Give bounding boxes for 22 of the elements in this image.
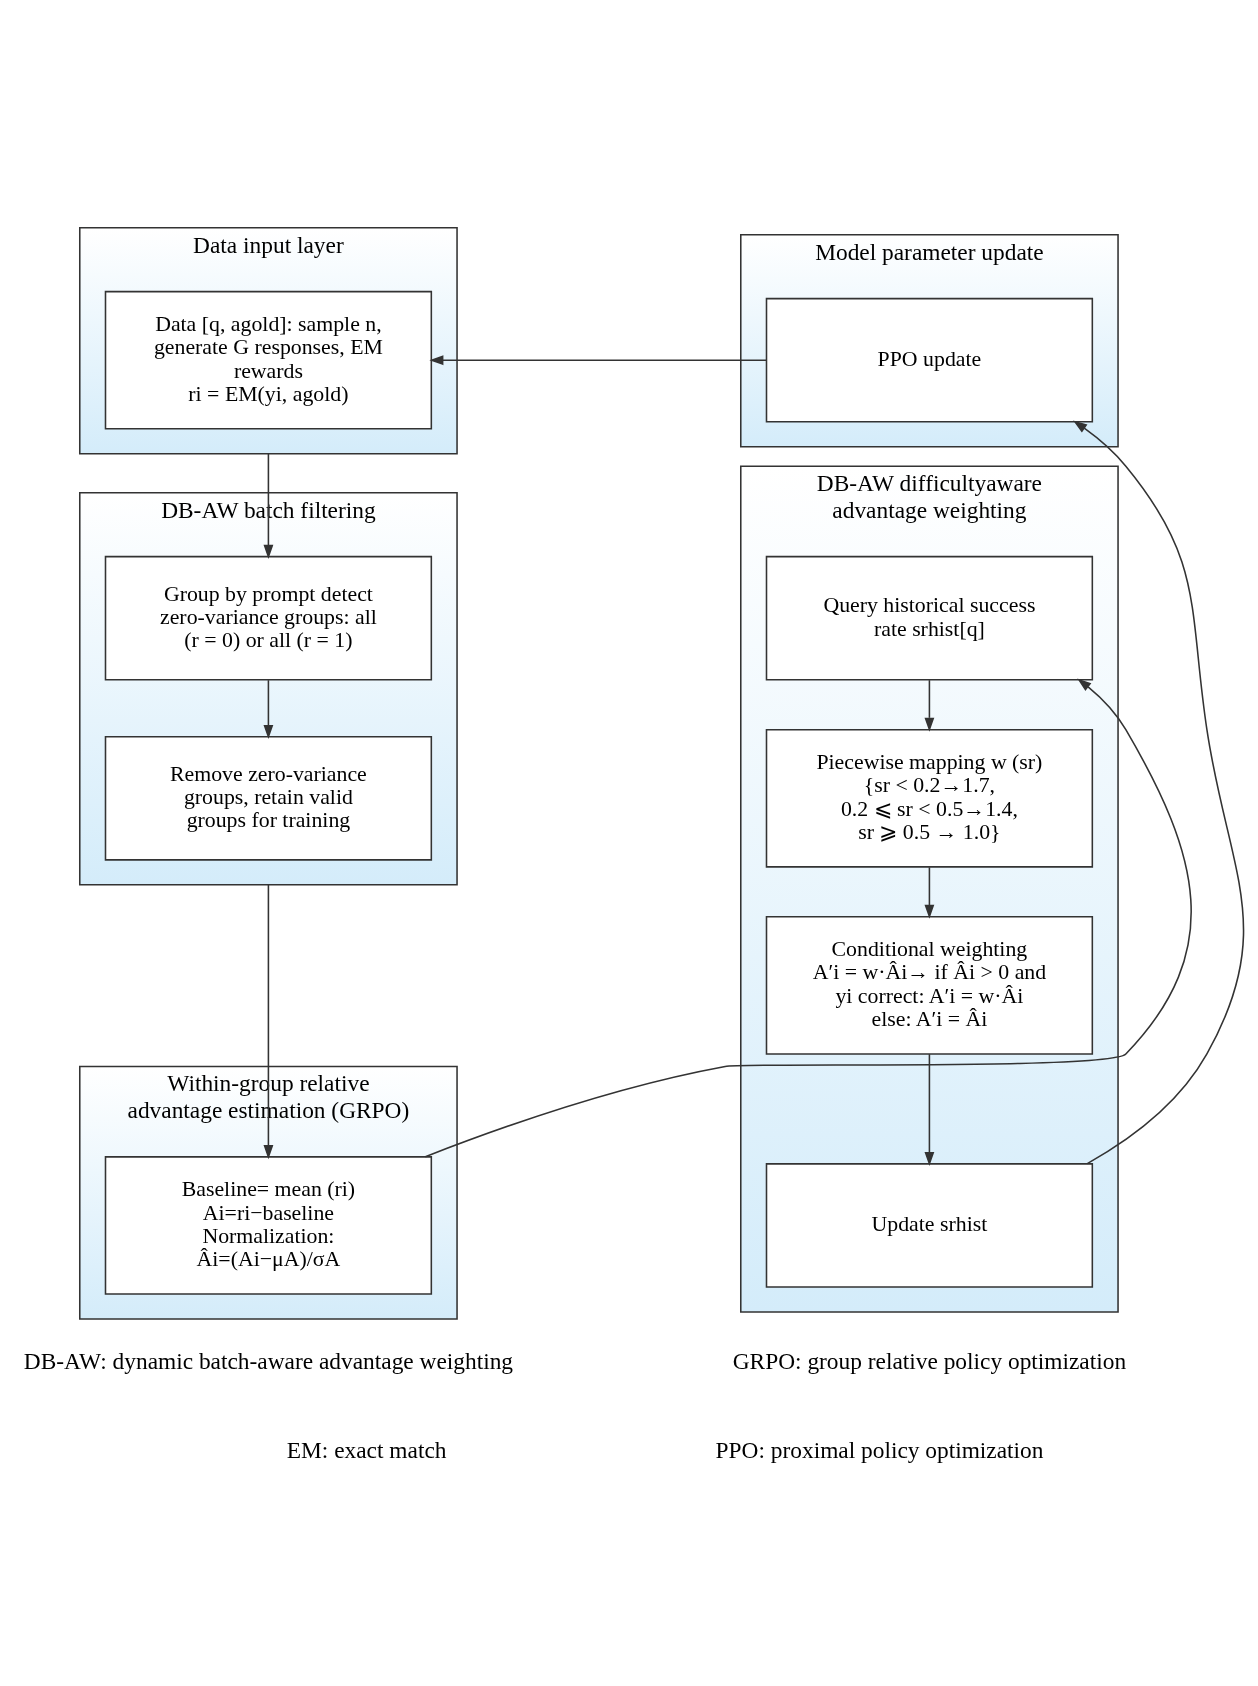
arrow <box>924 1052 935 1166</box>
arrow <box>924 678 935 732</box>
arrow <box>263 452 274 559</box>
node-box: Group by prompt detect zero-variance groups: all (r = 0) or all (r = 1) <box>104 555 433 681</box>
label: PPO: proximal policy optimization <box>715 1436 1044 1463</box>
node-box: Update srhist <box>765 1162 1094 1288</box>
label: DB-AW: dynamic batch-aware advantage weighting <box>23 1347 514 1374</box>
label: EM: exact match <box>286 1436 447 1463</box>
label: GRPO: group relative policy optimization <box>732 1347 1127 1374</box>
node-box: Data [q, agold]: sample n, generate G responses, EM rewards ri = EM(yi, agold) <box>104 290 433 430</box>
arrow <box>924 866 935 919</box>
arrow <box>263 678 274 739</box>
arrow <box>429 354 767 365</box>
node-box: Piecewise mapping w (sr) {sr < 0.2→1.7, 0.2 ⩽ sr < 0.5→1.4, sr ⩾ 0.5 → 1.0} <box>765 728 1094 868</box>
arrow <box>263 883 274 1159</box>
node-box: Conditional weighting A′i = w·Âi→ if Âi > 0 and yi correct: A′i = w·Âi else: A′i = Âi <box>765 915 1094 1055</box>
node-box: Query historical success rate srhist[q] <box>765 555 1094 681</box>
arrow <box>424 677 1192 1157</box>
node-box: PPO update <box>765 297 1094 423</box>
node-box: Baseline= mean (ri) Ai=ri−baseline Normalization: Âi=(Ai−μA)/σA <box>104 1155 433 1295</box>
node-box: Remove zero-variance groups, retain valid groups for training <box>104 735 433 861</box>
arrow <box>1073 420 1245 1164</box>
